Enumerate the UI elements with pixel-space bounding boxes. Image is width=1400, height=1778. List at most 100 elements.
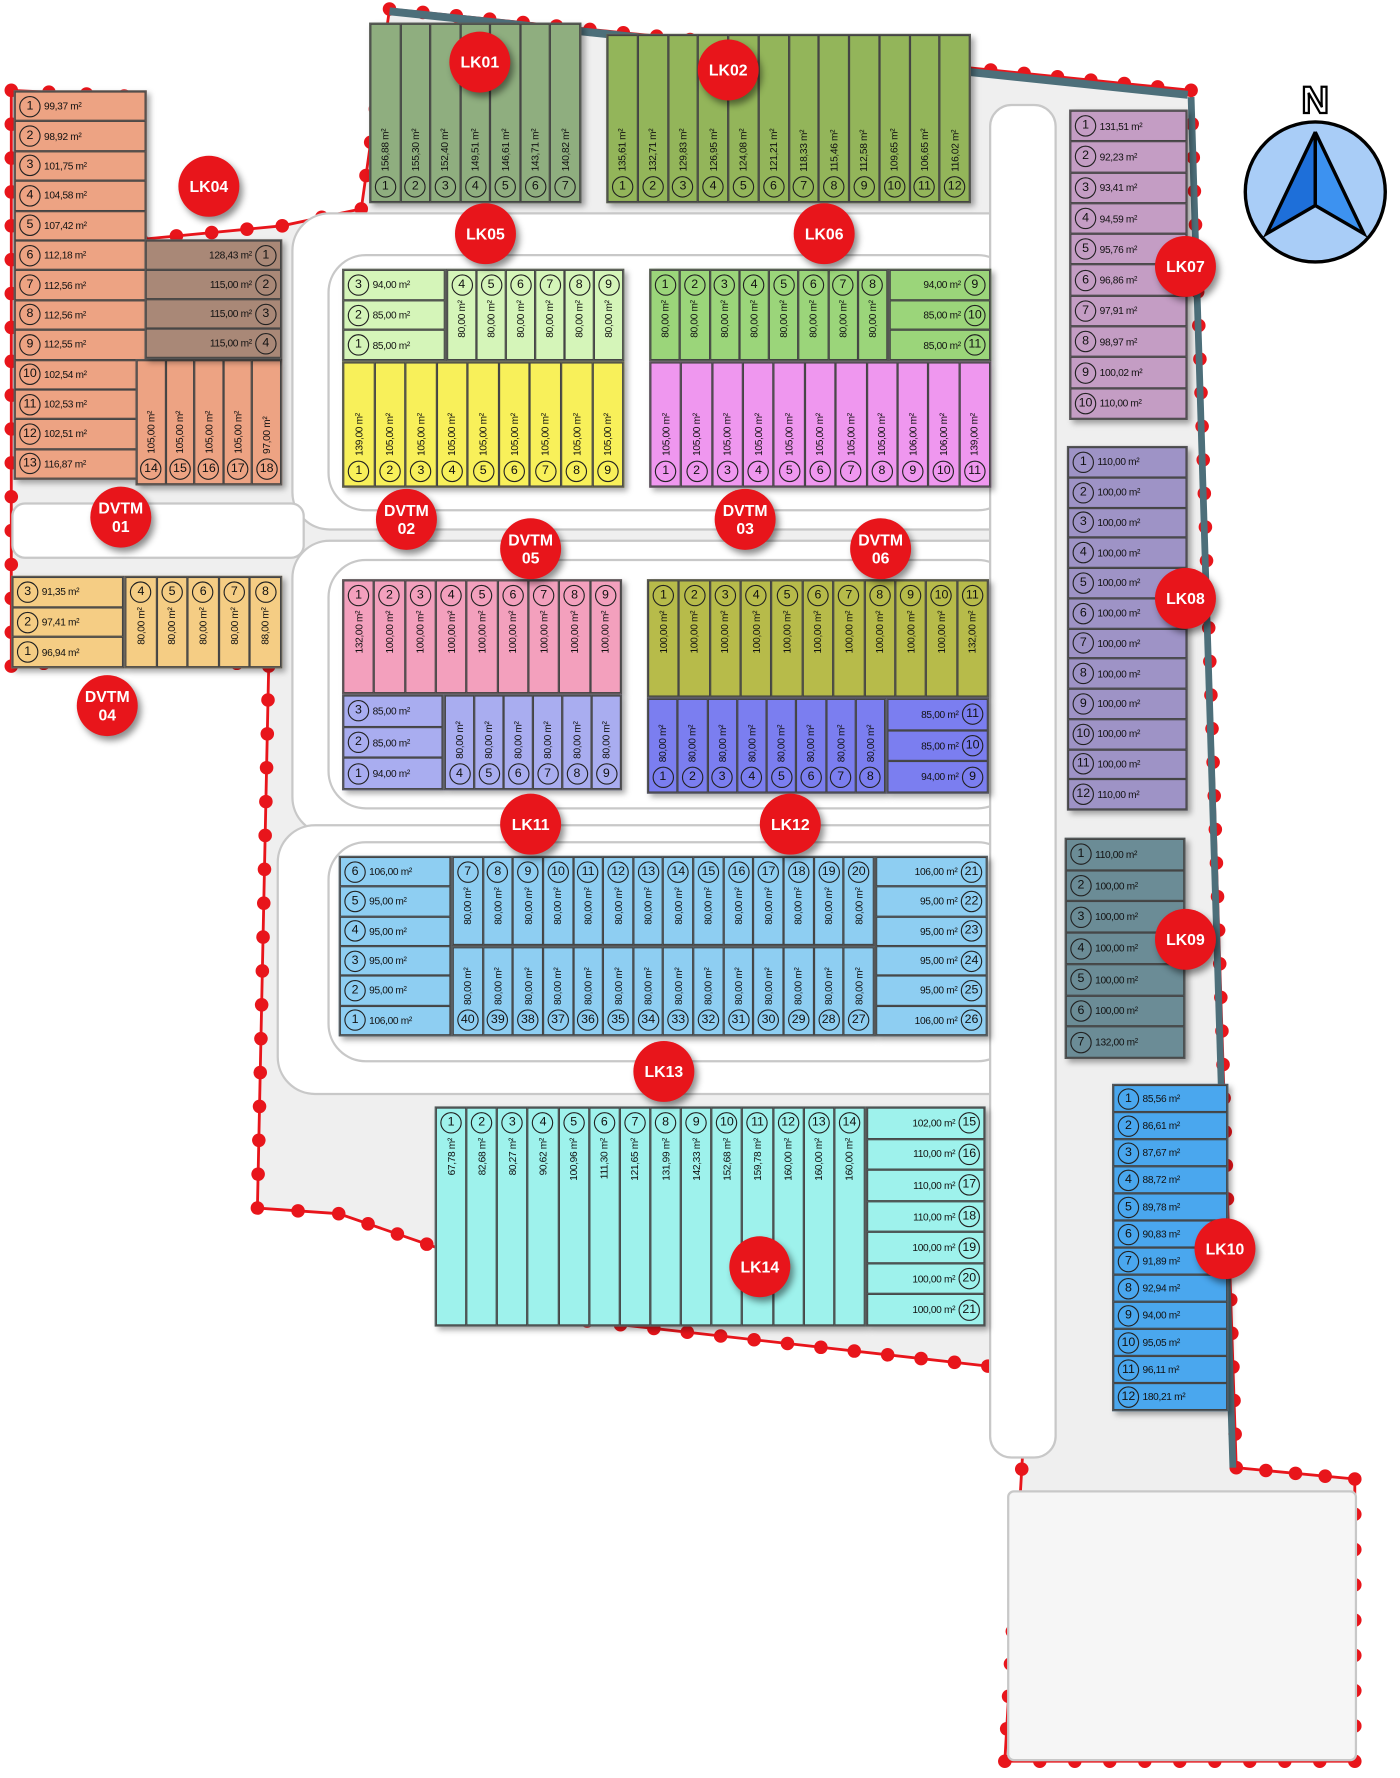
block-label-lk09[interactable]: LK09	[1154, 908, 1216, 970]
block-label-lk01[interactable]: LK01	[449, 31, 511, 93]
block-label-lk02[interactable]: LK02	[697, 39, 759, 101]
block-label-lk08[interactable]: LK08	[1154, 567, 1216, 629]
block-label-lk11[interactable]: LK11	[500, 793, 562, 855]
block-label-lk04[interactable]: LK04	[178, 155, 240, 217]
